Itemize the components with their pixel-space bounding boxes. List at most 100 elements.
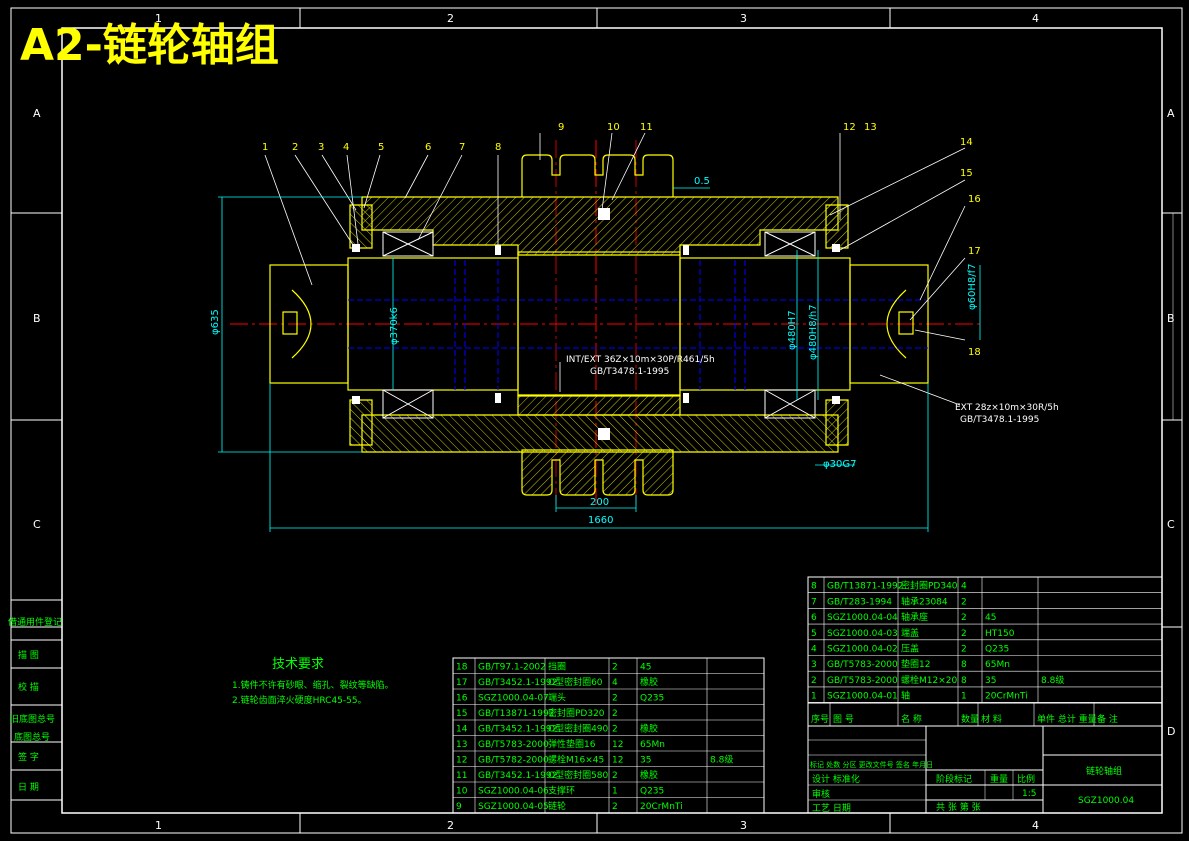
spline-note-center-2: GB/T3478.1-1995 (590, 367, 669, 377)
dimension-texts: φ635 φ370k6 φ480H7 φ480H8/h7 φ60H8/f7 φ3… (210, 176, 978, 526)
bom-left-cell: GB/T3452.1-1992 (478, 771, 557, 781)
balloon-14: 14 (960, 137, 973, 148)
bom-left-cell: SGZ1000.04-07 (478, 694, 549, 704)
bom-left-cell: 4 (612, 678, 618, 688)
dim-dia-635: φ635 (210, 309, 221, 335)
title-scale: 1:5 (1022, 789, 1036, 799)
grid-col-2-top: 2 (447, 12, 454, 25)
bom-left-cell: 端头 (548, 692, 566, 704)
bom-right-cell: 2 (961, 645, 967, 655)
title-sign-row-0: 标记 处数 分区 更改文件号 签名 年月日 (810, 760, 933, 769)
grid-col-1-top: 1 (155, 12, 162, 25)
bom-head-cell: 图 号 (833, 714, 854, 725)
dim-dia-60: φ60H8/f7 (967, 264, 978, 310)
grid-labels: 1 2 3 4 1 2 3 4 A B C A B C D (33, 12, 1175, 832)
bom-head-cell: 材 料 (981, 713, 1002, 725)
title-sign-row-2: 审核 (812, 788, 830, 800)
bom-left-cell: 45 (640, 663, 651, 673)
bom-right-cell: SGZ1000.04-04 (827, 613, 898, 623)
grid-row-b-left: B (33, 312, 41, 325)
side-label-6: 日 期 (18, 782, 39, 793)
bom-right-cell: 2 (961, 597, 967, 607)
balloon-17: 17 (968, 246, 981, 257)
tech-req-heading: 技术要求 (272, 657, 324, 672)
balloon-10: 10 (607, 122, 620, 133)
balloon-4: 4 (343, 142, 349, 153)
part-balloons: 1 2 3 4 5 6 7 8 9 10 11 12 13 14 15 16 1… (262, 122, 981, 358)
bom-left-cell: Q235 (640, 787, 664, 797)
spline-note-right-1: EXT 28z×10m×30R/5h (955, 403, 1059, 413)
bom-right-cell: SGZ1000.04-02 (827, 645, 898, 655)
bom-right-cell: 45 (985, 613, 996, 623)
balloon-7: 7 (459, 142, 465, 153)
side-label-0: 借通用件登记 (8, 616, 62, 628)
bom-left-cell: 14 (456, 725, 468, 735)
title-code: SGZ1000.04 (1078, 796, 1134, 806)
bom-right-cell: 2 (811, 676, 817, 686)
balloon-12: 12 (843, 122, 856, 133)
tech-requirements: 技术要求 1.铸件不许有砂眼、缩孔、裂纹等缺陷。 2.链轮齿面淬火硬度HRC45… (232, 657, 394, 706)
side-registry: 借通用件登记 描 图 校 描 旧底图总号 底图总号 签 字 日 期 (8, 599, 63, 801)
grid-col-3-top: 3 (740, 12, 747, 25)
dim-dia-480b: φ480H8/h7 (808, 304, 819, 360)
bom-left-cell: GB/T3452.1-1992 (478, 678, 557, 688)
grid-col-4-bottom: 4 (1032, 819, 1039, 832)
balloon-18: 18 (968, 347, 981, 358)
bom-right-cell: 螺栓M12×20 (901, 674, 957, 686)
bom-right-cell: 密封圈PD340 (901, 580, 958, 592)
tech-req-item-2: 2.链轮齿面淬火硬度HRC45-55。 (232, 694, 367, 706)
bom-left-cell: 2 (612, 802, 618, 812)
dim-dia-30: φ30G7 (823, 459, 856, 470)
bom-left-cell: GB/T97.1-2002 (478, 663, 546, 673)
bom-left-cell: 12 (456, 756, 467, 766)
grid-row-c-right: C (1167, 518, 1175, 531)
dim-dia-480: φ480H7 (787, 310, 798, 350)
spline-note-center-1: INT/EXT 36Z×10m×30P/R461/5h (566, 355, 715, 365)
title-sheets: 共 张 第 张 (936, 801, 981, 813)
bom-right-cell: 2 (961, 613, 967, 623)
bom-left-cell: 1 (612, 787, 618, 797)
bom-head-cell: 名 称 (901, 713, 922, 725)
bom-head-cell: 数量 (961, 713, 979, 725)
bom-right-cell: 2 (961, 629, 967, 639)
grid-col-4-top: 4 (1032, 12, 1039, 25)
bom-right-cell: 端盖 (901, 627, 919, 639)
bom-right-cell: GB/T5783-2000 (827, 660, 898, 670)
balloon-13: 13 (864, 122, 877, 133)
dim-dia-370: φ370k6 (389, 307, 400, 345)
bom-left-cell: 挡圈 (548, 661, 566, 673)
bom-left-cell: 13 (456, 740, 467, 750)
bom-left-cell: 9 (456, 802, 462, 812)
bom-left-cell: 18 (456, 663, 468, 673)
balloon-1: 1 (262, 142, 268, 153)
bom-right-cell: 20CrMnTi (985, 692, 1028, 702)
bom-left-cell: 35 (640, 756, 651, 766)
spline-note-right-2: GB/T3478.1-1995 (960, 415, 1039, 425)
bom-left-cell: 20CrMnTi (640, 802, 683, 812)
bom-right-cell: 8 (961, 660, 967, 670)
title-stage: 阶段标记 (936, 773, 972, 785)
bom-left-cell: O型密封圈60 (548, 676, 603, 688)
dim-len-1660: 1660 (588, 515, 613, 526)
grid-row-b-right: B (1167, 312, 1175, 325)
title-sign-row-3: 工艺 日期 (812, 803, 851, 814)
bom-right-cell: 轴承座 (901, 611, 928, 623)
bom-left-cell: 12 (612, 740, 623, 750)
bom-right-cell: Q235 (985, 645, 1009, 655)
grid-row-a-right: A (1167, 107, 1175, 120)
bom-left-cell: GB/T3452.1-1992 (478, 725, 557, 735)
bom-right-cell: GB/T283-1994 (827, 597, 892, 607)
bom-right-cell: 8 (961, 676, 967, 686)
bom-left-cell: 10 (456, 787, 468, 797)
bom-left-cell: 密封圈PD320 (548, 707, 605, 719)
title-name: 链轮轴组 (1086, 765, 1122, 777)
bom-left-cell: 支撑环 (548, 785, 575, 797)
bom-right-cell: 7 (811, 597, 817, 607)
bom-left-cell: 2 (612, 709, 618, 719)
bom-left-cell: 12 (612, 756, 623, 766)
bom-right-cell: 8.8级 (1041, 674, 1064, 686)
bom-head-cell: 序号 (811, 713, 829, 725)
